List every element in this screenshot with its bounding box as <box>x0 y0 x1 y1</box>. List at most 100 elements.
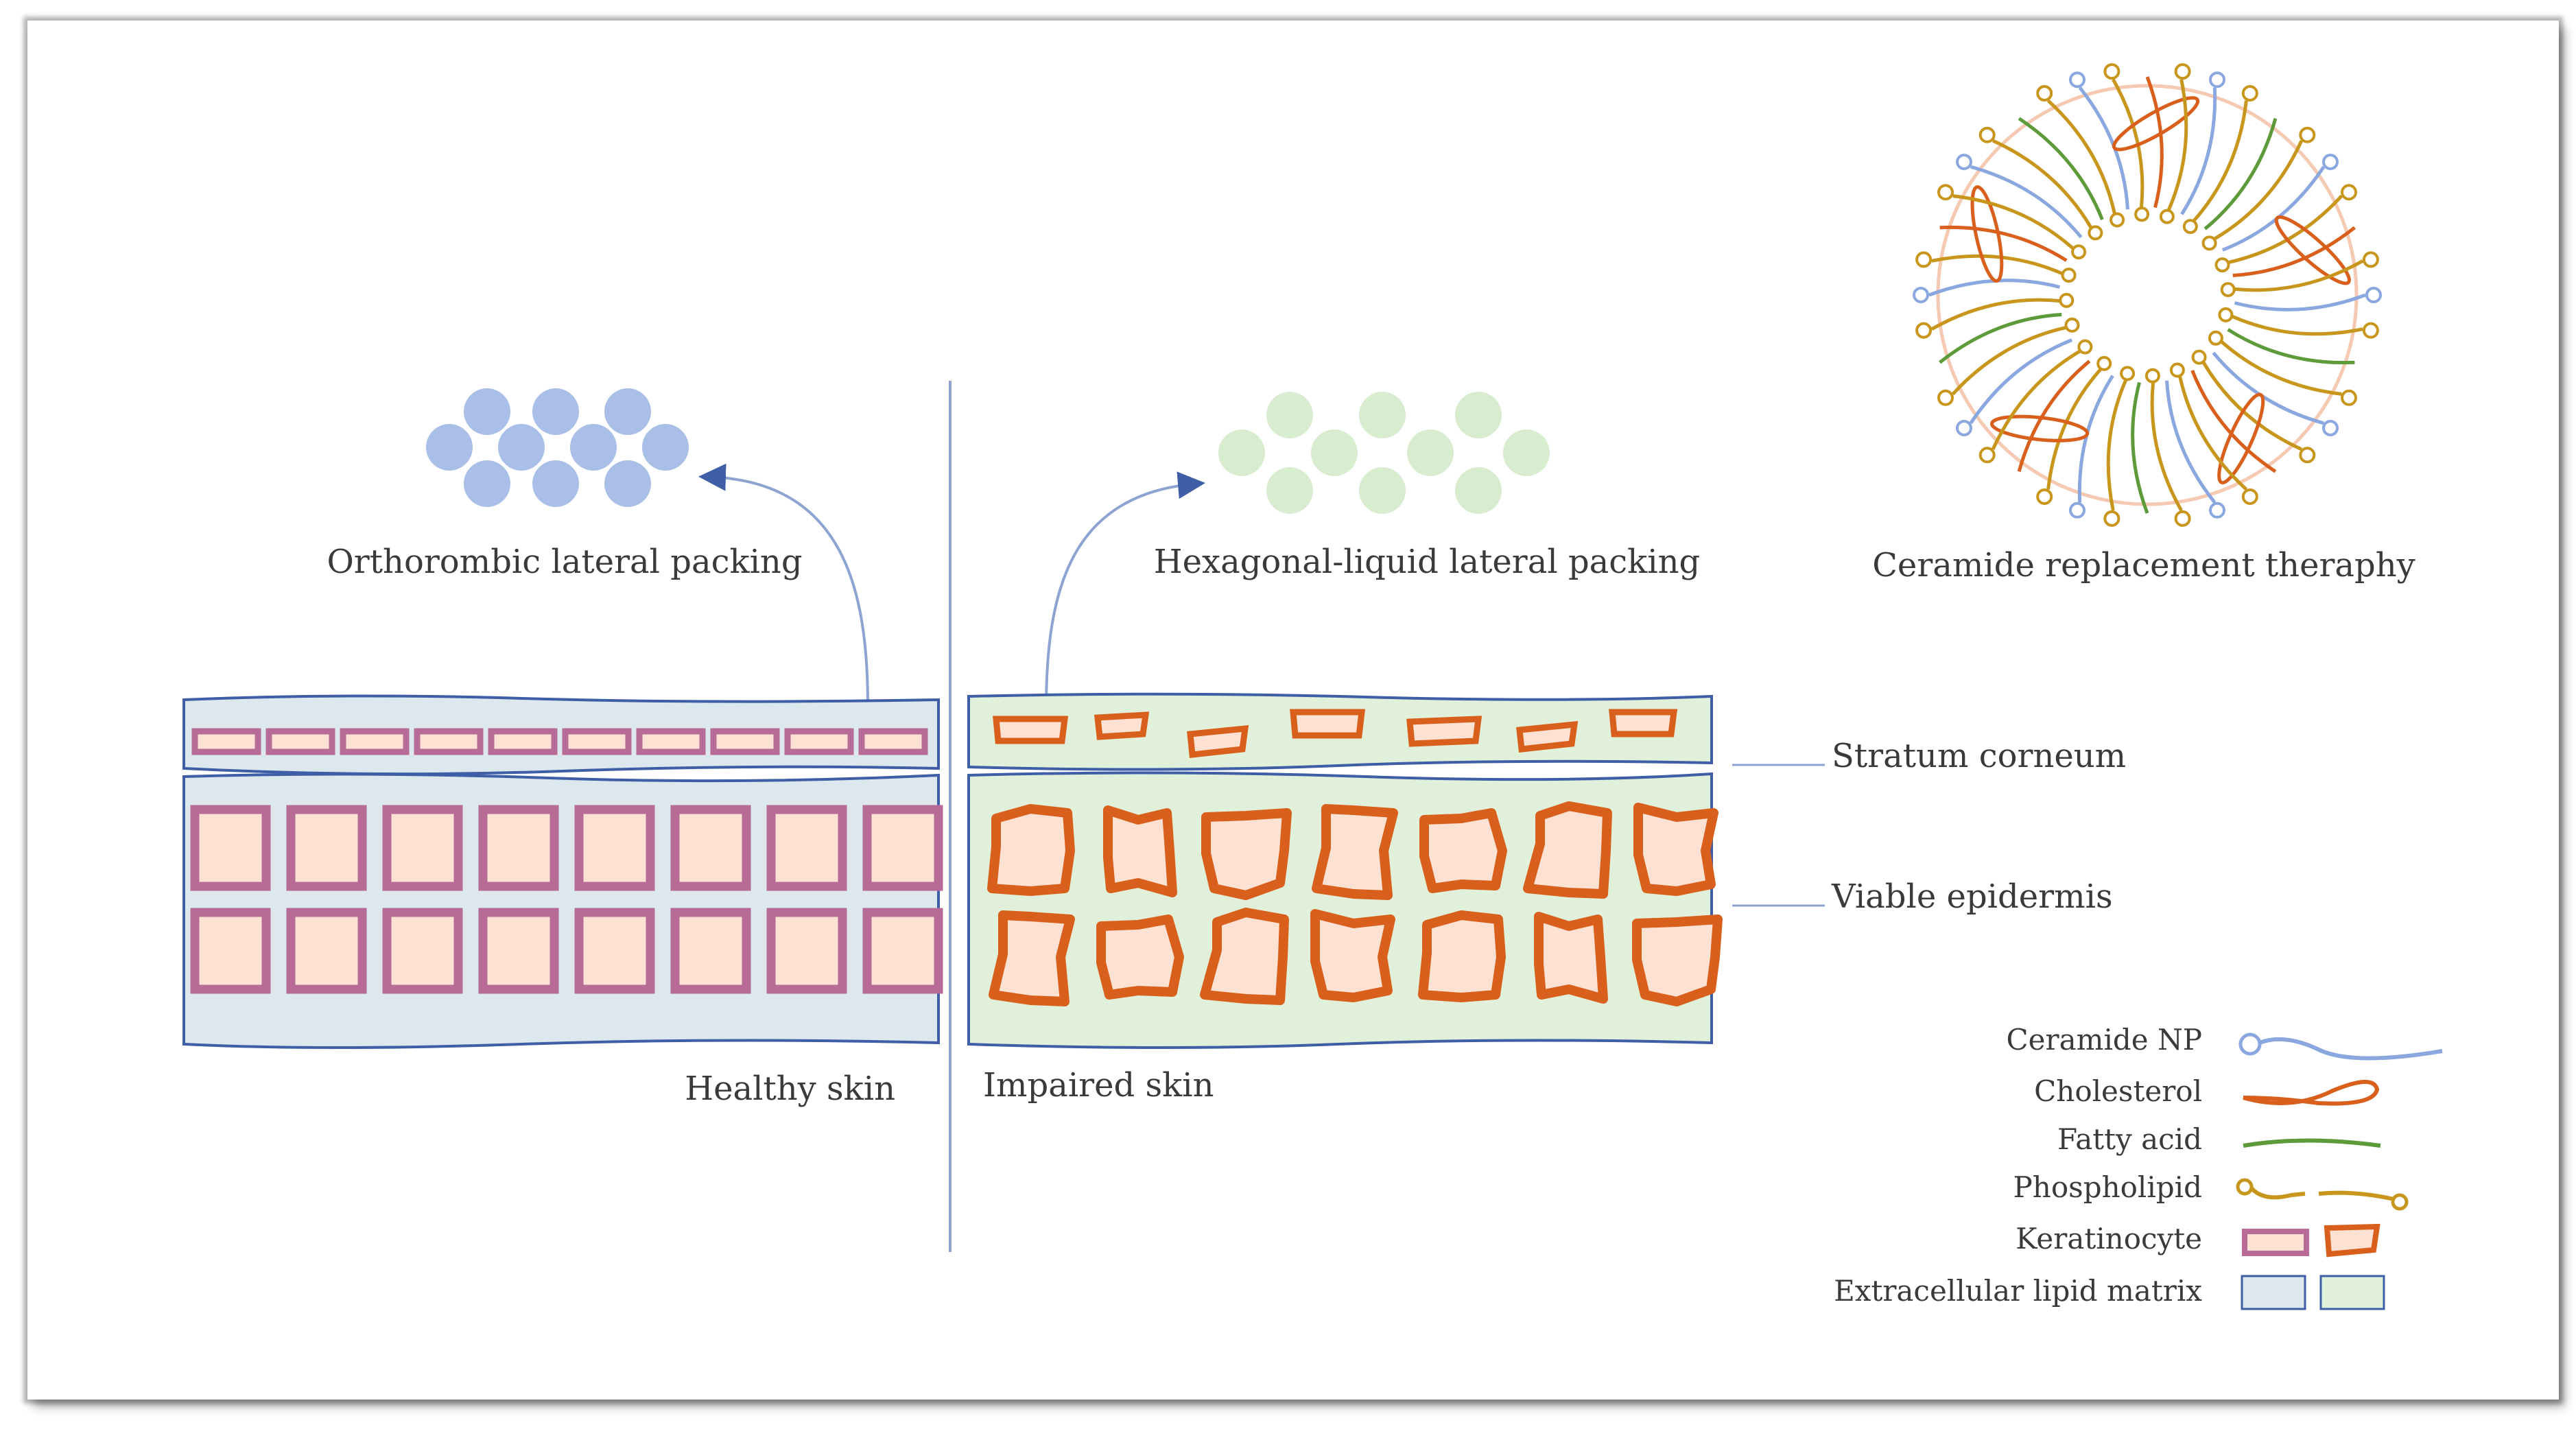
phospholipid-tail <box>2193 100 2248 222</box>
ceramide-tail <box>1928 279 2061 297</box>
impaired-keratinocytes <box>987 709 1723 1006</box>
phospholipid-head <box>1937 389 1954 406</box>
ceramide-head <box>2069 501 2085 519</box>
ceramide-tail <box>2180 87 2217 215</box>
lipid-circle <box>464 388 510 435</box>
phospholipid-tail <box>1931 254 2063 275</box>
keratinocyte-cell <box>190 908 271 994</box>
keratinocyte-cell <box>766 908 847 994</box>
ceramide-tail <box>1970 165 2083 239</box>
legend-matrix-impaired-icon <box>2319 1275 2385 1310</box>
keratinocyte-cell <box>858 728 928 755</box>
lipid-circle <box>604 460 651 507</box>
phospholipid-head <box>2362 251 2379 268</box>
phospholipid-inner-head <box>2169 362 2185 378</box>
keratinocyte-cell <box>862 908 943 994</box>
legend-cholesterol-label: Cholesterol <box>2034 1074 2202 1108</box>
phospholipid-tail <box>2167 79 2188 211</box>
keratinocyte-cell <box>993 716 1069 744</box>
ceramide-head <box>1956 154 1972 170</box>
cholesterol-tail <box>2232 226 2356 277</box>
keratinocyte-cell <box>265 728 335 755</box>
phospholipid-head <box>2341 184 2357 201</box>
ceramide-tail <box>2221 165 2326 252</box>
legend-keratinocyte-impaired-icon <box>2324 1223 2380 1258</box>
ceramide-head <box>2322 420 2339 436</box>
keratinocyte-cell <box>414 728 484 755</box>
phospholipid-inner-head <box>2208 330 2223 346</box>
cholesterol-loop <box>2274 215 2351 285</box>
phospholipid-tail <box>1952 194 2075 250</box>
keratinocyte-cell <box>191 728 261 755</box>
phospholipid-head <box>1978 447 1996 464</box>
phospholipid-inner-head <box>2088 225 2103 241</box>
lipid-circle <box>532 460 579 507</box>
keratinocyte-cell <box>478 805 559 891</box>
keratinocyte-cell <box>1418 910 1506 1002</box>
fatty-tail <box>2018 117 2104 221</box>
phospholipid-head <box>2174 510 2191 527</box>
phospholipid-inner-head <box>2159 209 2175 224</box>
phospholipid-inner-head <box>2144 368 2160 383</box>
lipid-circle <box>426 424 473 471</box>
keratinocyte-cell <box>1310 909 1395 1002</box>
stratum-corneum-label: Stratum corneum <box>1832 737 2126 775</box>
ceramide-head <box>2365 287 2382 303</box>
healthy-skin-label: Healthy skin <box>685 1070 895 1108</box>
keratinocyte-cell <box>1103 805 1177 897</box>
phospholipid-head <box>2036 488 2053 505</box>
keratinocyte-cell <box>1096 914 1184 1000</box>
keratinocyte-cell <box>784 728 854 755</box>
keratinocyte-cell <box>766 805 847 891</box>
phospholipid-tail <box>2232 315 2363 336</box>
phospholipid-tail <box>2228 194 2343 264</box>
phospholipid-tail <box>2178 376 2248 491</box>
arrow-to-orthorombic <box>698 463 869 707</box>
micelle-membrane <box>1936 84 2359 506</box>
lipid-circle <box>498 424 545 471</box>
lipid-circle <box>1266 392 1313 438</box>
fatty-tail <box>2227 328 2355 365</box>
ceramide-tail <box>1969 338 2073 425</box>
keratinocyte-cell <box>478 908 559 994</box>
keratinocyte-cell <box>1632 914 1723 1006</box>
phospholipid-head <box>2362 322 2379 339</box>
cholesterol-tail <box>2190 369 2277 473</box>
phospholipid-head <box>2174 63 2191 80</box>
lipid-circle <box>1455 392 1502 438</box>
cholesterol-loop <box>1970 185 2004 283</box>
keratinocyte-cell <box>1633 803 1718 896</box>
cholesterol-tail <box>2145 76 2164 209</box>
lipid-circle <box>1503 429 1550 476</box>
keratinocyte-cell <box>1201 808 1292 900</box>
fatty-tail <box>2131 381 2149 514</box>
lipid-circle <box>1218 429 1265 476</box>
legend: Ceramide NP Cholesterol Fatty acid Phosp… <box>1834 1023 2443 1310</box>
legend-keratinocyte-healthy-icon <box>2242 1229 2309 1256</box>
lipid-circle <box>604 388 651 435</box>
phospholipid-inner-head <box>2201 235 2217 251</box>
lipid-circle <box>464 460 510 507</box>
lipid-circle <box>1266 467 1313 514</box>
hexagonal-label: Hexagonal-liquid lateral packing <box>1154 543 1701 581</box>
keratinocyte-cell <box>1200 908 1289 1005</box>
ceramide-tail <box>2165 380 2217 504</box>
legend-phospholipid-label: Phospholipid <box>2013 1170 2202 1204</box>
keratinocyte-cell <box>636 728 706 755</box>
keratinocyte-cell <box>862 805 943 891</box>
legend-fatty-acid-icon <box>2243 1138 2381 1148</box>
cholesterol-loop <box>2217 392 2265 485</box>
keratinocyte-cell <box>562 728 632 755</box>
phospholipid-head <box>1937 184 1954 201</box>
fatty-tail <box>2203 118 2278 231</box>
cholesterol-tail <box>1939 225 2068 262</box>
phospholipid-inner-head <box>2096 355 2112 371</box>
phospholipid-head <box>2341 389 2357 406</box>
cholesterol-loop <box>2112 96 2200 152</box>
legend-ceramide-np-tail <box>2258 1037 2443 1061</box>
arrow-to-hexagonal <box>1045 471 1205 711</box>
keratinocyte-cell <box>382 908 463 994</box>
keratinocyte-cell <box>1523 801 1612 899</box>
ceramide-micelle-icon <box>1913 63 2382 527</box>
cholesterol-tail <box>2017 359 2091 472</box>
